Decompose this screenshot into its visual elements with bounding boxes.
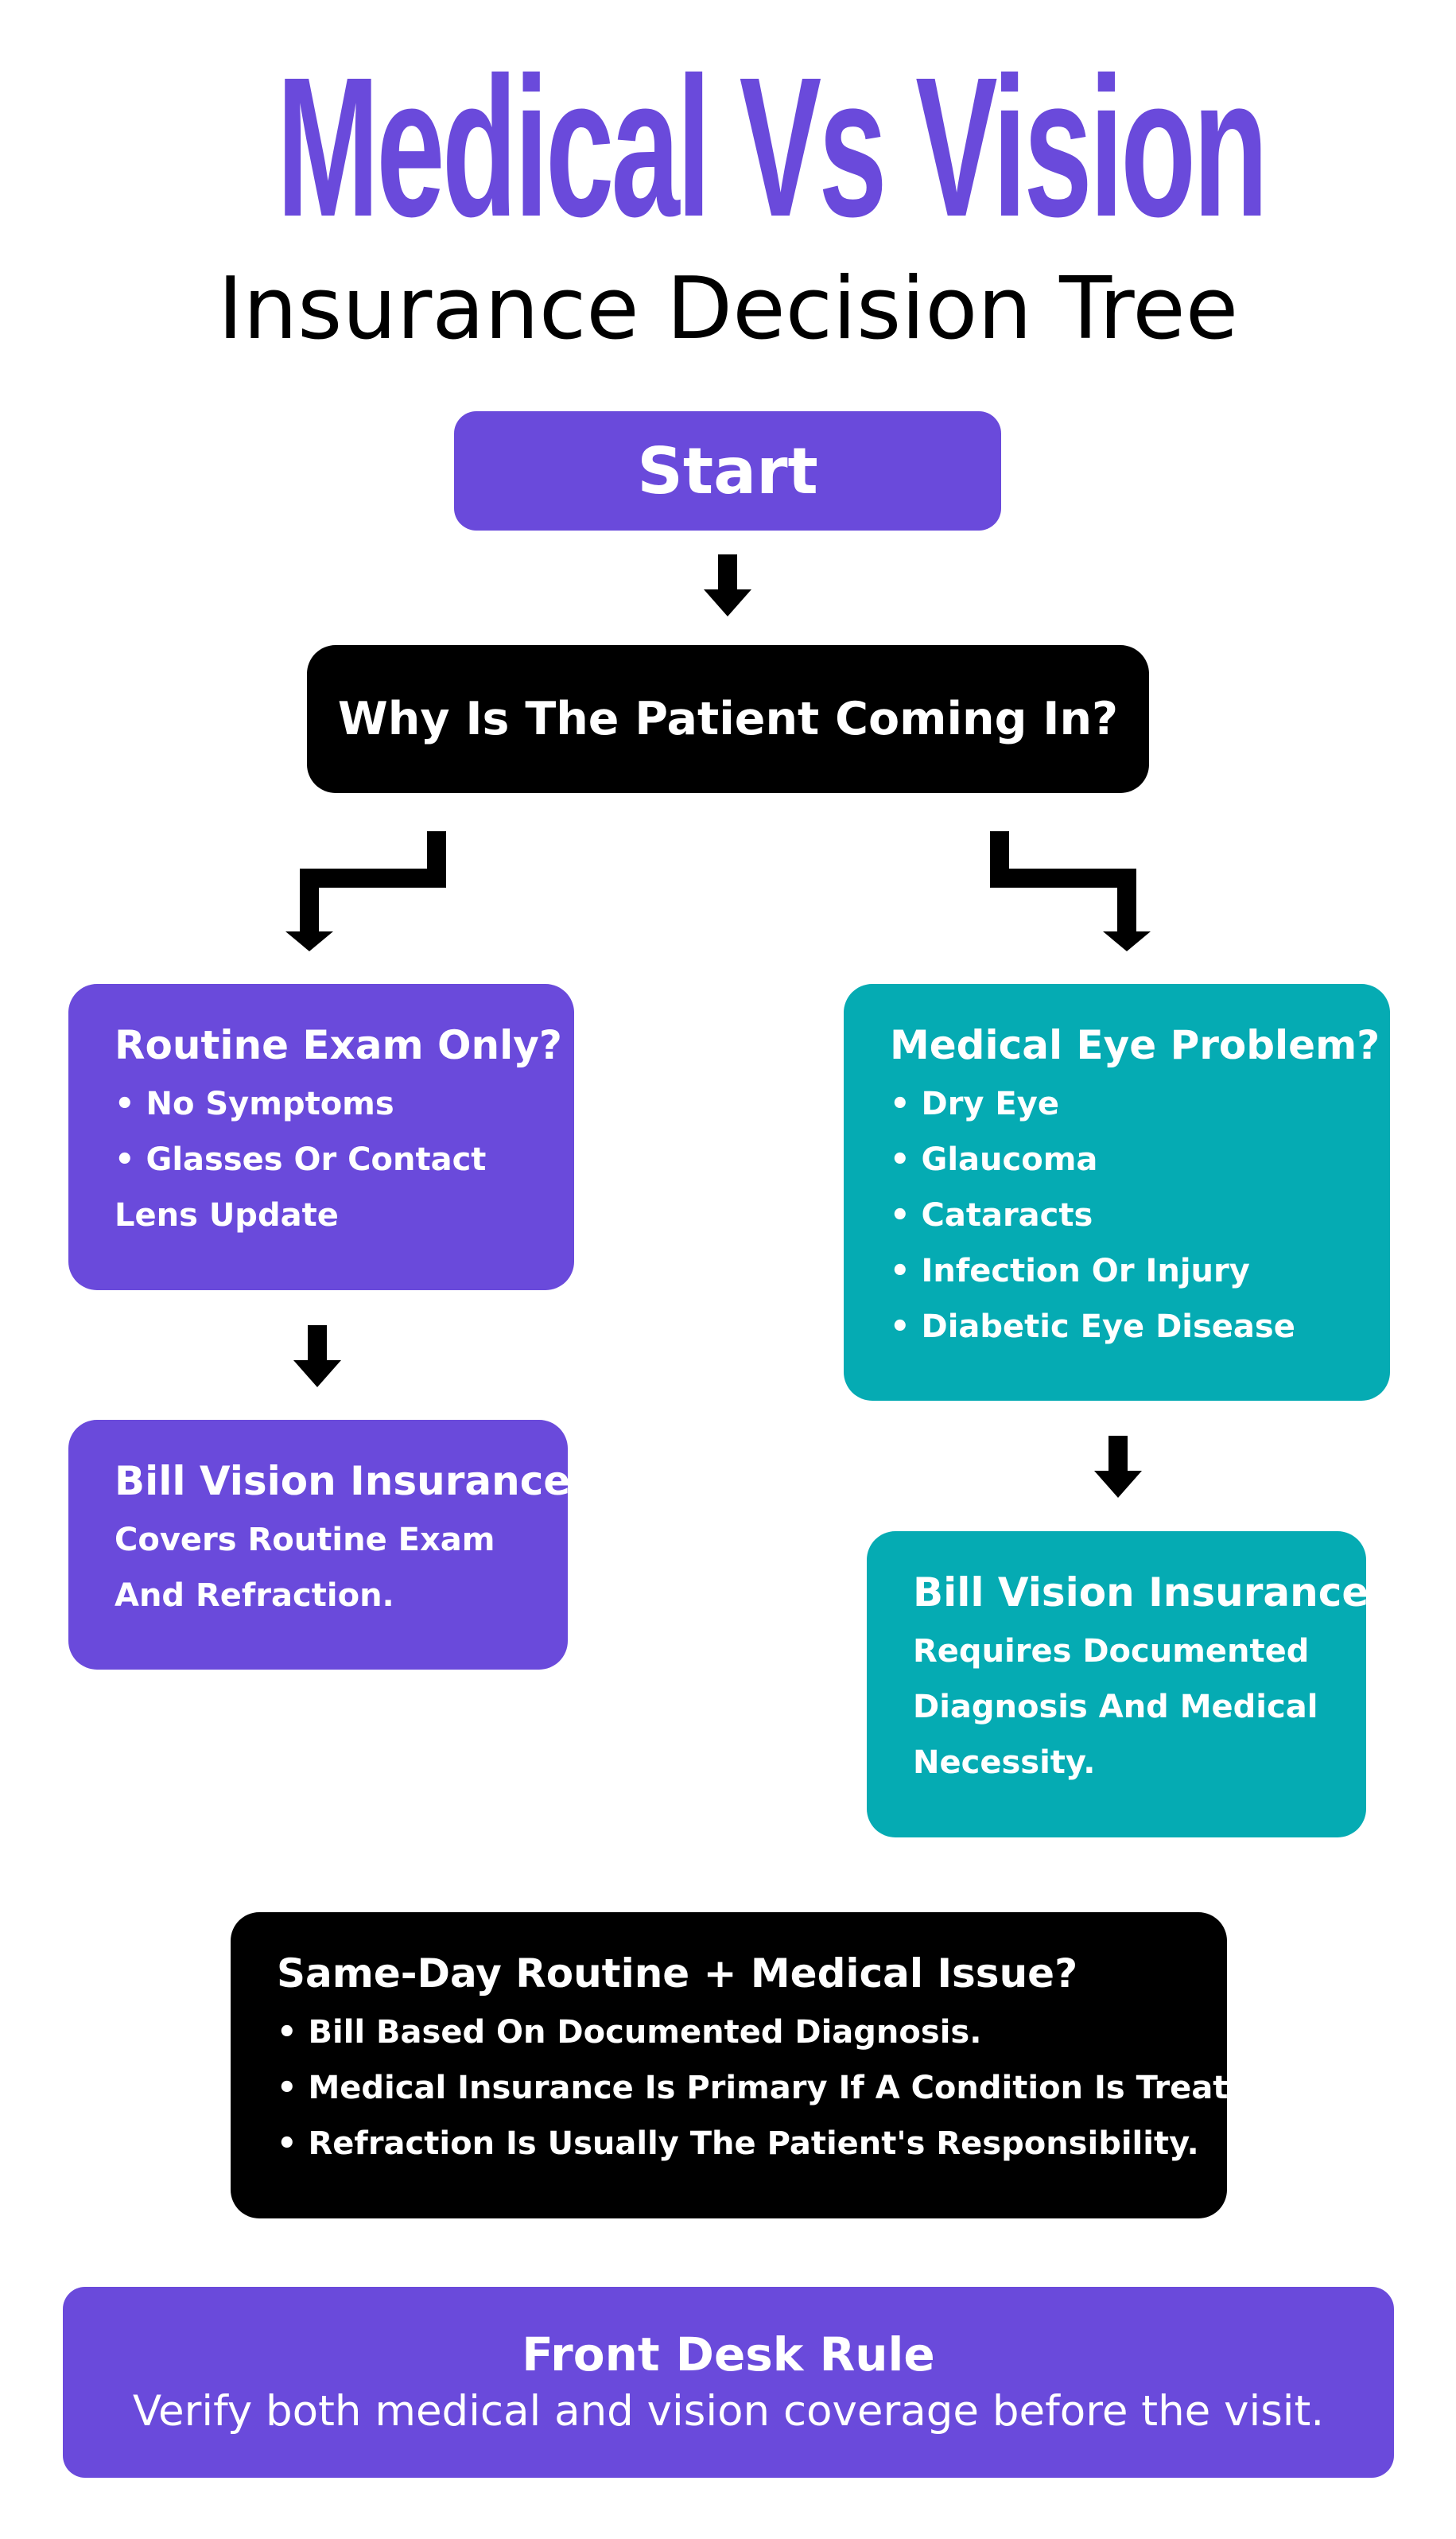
arrow-start-to-question [704,554,751,616]
routine-exam-line: • Glasses Or Contact [115,1141,487,1178]
question-node: Why Is The Patient Coming In? [307,645,1149,793]
same-day-line: • Medical Insurance Is Primary If A Cond… [277,2070,1285,2106]
same-day-title: Same-Day Routine + Medical Issue? [277,1950,1078,1997]
bill-vision-medical-line: Requires Documented [913,1633,1310,1670]
medical-problem-line: • Cataracts [890,1197,1093,1234]
routine-exam-node: Routine Exam Only? • No Symptoms • Glass… [68,984,574,1290]
page-subtitle: Insurance Decision Tree [217,259,1239,359]
same-day-node: Same-Day Routine + Medical Issue? • Bill… [231,1912,1285,2218]
routine-exam-line: Lens Update [115,1197,339,1234]
bill-vision-routine-title: Bill Vision Insurance [115,1458,571,1504]
routine-exam-line: • No Symptoms [115,1086,394,1122]
bill-vision-medical-line: Diagnosis And Medical [913,1689,1318,1725]
same-day-line: • Bill Based On Documented Diagnosis. [277,2014,982,2051]
front-desk-rule-banner: Front Desk Rule Verify both medical and … [63,2287,1394,2478]
medical-problem-line: • Glaucoma [890,1141,1098,1178]
bill-vision-routine-line: Covers Routine Exam [115,1522,495,1558]
bill-vision-routine-line: And Refraction. [115,1577,394,1614]
front-desk-rule-text: Verify both medical and vision coverage … [132,2387,1325,2436]
medical-problem-node: Medical Eye Problem? • Dry Eye • Glaucom… [844,984,1390,1401]
bill-vision-medical-node: Bill Vision Insurance Requires Documente… [867,1531,1369,1837]
same-day-line: • Refraction Is Usually The Patient's Re… [277,2125,1199,2162]
routine-exam-title: Routine Exam Only? [115,1022,562,1068]
medical-problem-line: • Dry Eye [890,1086,1059,1122]
bill-vision-medical-title: Bill Vision Insurance [913,1569,1369,1616]
arrow-medical-to-bill [1094,1436,1142,1498]
arrow-question-to-medical [990,831,1151,951]
medical-problem-line: • Infection Or Injury [890,1253,1250,1289]
bill-vision-medical-line: Necessity. [913,1744,1096,1781]
page-title: Medical Vs Vision [276,36,1268,258]
front-desk-rule-title: Front Desk Rule [522,2327,935,2382]
arrow-routine-to-bill [293,1325,341,1387]
medical-problem-line: • Diabetic Eye Disease [890,1308,1295,1345]
bill-vision-routine-node: Bill Vision Insurance Covers Routine Exa… [68,1420,571,1670]
start-node: Start [454,411,1001,531]
medical-problem-title: Medical Eye Problem? [890,1022,1380,1068]
arrow-question-to-routine [285,831,446,951]
